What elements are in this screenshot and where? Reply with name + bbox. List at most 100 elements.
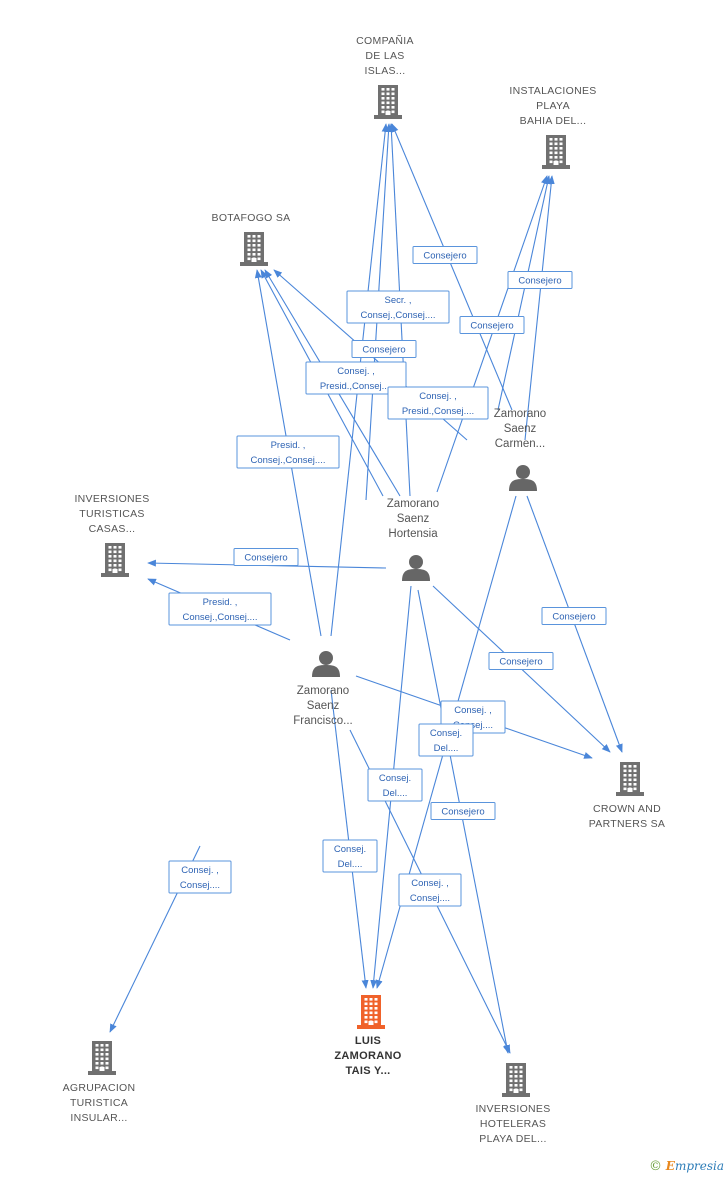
edge-label-text: Consejero — [244, 553, 287, 564]
edge-label-text: Consejero — [423, 251, 466, 262]
edge-label-text: Consejero — [552, 612, 595, 623]
edge-label-box — [398, 873, 462, 907]
node-luis[interactable]: LUIS ZAMORANO TAIS Y... — [334, 995, 401, 1077]
edge-label-box — [418, 723, 474, 757]
node-label: TURISTICA — [70, 1097, 128, 1109]
edge-label-box — [507, 271, 573, 289]
edge-line — [497, 175, 551, 411]
edge-label-box — [351, 340, 417, 358]
edge-label-text: Presid. , — [203, 597, 238, 608]
node-label: PARTNERS SA — [589, 818, 665, 830]
edge-label-box — [430, 802, 496, 820]
node-label: CASAS... — [89, 523, 136, 535]
copyright-symbol: © — [648, 1159, 662, 1174]
node-inversiones-turisticas[interactable]: INVERSIONES TURISTICAS CASAS... — [74, 493, 149, 577]
edge-label-text: Consej. , — [181, 865, 219, 876]
node-label: HOTELERAS — [480, 1118, 546, 1130]
edge-label-box — [488, 652, 554, 670]
edge-label[interactable]: Consejero — [459, 316, 525, 334]
edge-label-text: Consejero — [362, 345, 405, 356]
edge-label-box — [305, 361, 407, 395]
node-label: Francisco... — [293, 715, 352, 727]
edge-label[interactable]: Presid. , Consej.,Consej.... — [236, 435, 340, 469]
edge-label[interactable]: Consejero — [233, 548, 299, 566]
edges-layer — [109, 123, 623, 1054]
edge-label-text: Consejero — [470, 321, 513, 332]
brand-logo-letter: E — [665, 1159, 675, 1173]
brand-name: mpresia — [674, 1159, 724, 1173]
node-label: TAIS Y... — [345, 1065, 390, 1077]
edge-label[interactable]: Presid. , Consej.,Consej.... — [168, 592, 272, 626]
edge-label[interactable]: Consej. ,Presid.,Consej.... — [305, 361, 407, 395]
edge-label[interactable]: Consejero — [488, 652, 554, 670]
person-icon — [509, 465, 537, 491]
node-label: INSTALACIONES — [509, 85, 596, 97]
edge-label[interactable]: Consejero — [430, 802, 496, 820]
node-label: COMPAÑIA — [356, 34, 414, 47]
building-icon — [616, 762, 644, 796]
node-francisco[interactable]: ZamoranoSaenzFrancisco... — [293, 651, 353, 727]
building-icon — [502, 1063, 530, 1097]
edge-label-text: Consejero — [441, 807, 484, 818]
node-label: AGRUPACION — [63, 1082, 136, 1094]
edge-label[interactable]: Consej. ,Consej.... — [168, 860, 232, 894]
edge-label-box — [233, 548, 299, 566]
edge-label[interactable]: Consej. ,Presid.,Consej.... — [387, 386, 489, 420]
edge-label-box — [168, 860, 232, 894]
edge-label[interactable]: Consejero — [351, 340, 417, 358]
edge-label[interactable]: Secr. ,Consej.,Consej.... — [346, 290, 450, 324]
edge-line — [330, 689, 369, 989]
edge-label-box — [236, 435, 340, 469]
edge-label-text: Consej. — [379, 773, 411, 784]
node-label: BAHIA DEL... — [520, 115, 587, 127]
building-icon — [88, 1041, 116, 1075]
edge-label-text: Consej. , — [419, 391, 457, 402]
person-icon — [402, 555, 430, 581]
node-label: INVERSIONES — [74, 493, 149, 505]
node-label: ISLAS... — [365, 65, 406, 77]
edge-label-box — [346, 290, 450, 324]
building-icon — [240, 232, 268, 266]
edge-label[interactable]: Consej.Del.... — [418, 723, 474, 757]
edge-line — [524, 175, 555, 441]
node-label: Saenz — [397, 513, 430, 525]
node-label: PLAYA DEL... — [479, 1133, 546, 1145]
edge-label-text: Presid. , — [271, 440, 306, 451]
node-label: LUIS — [355, 1035, 381, 1047]
node-label: Saenz — [307, 700, 340, 712]
node-label: TURISTICAS — [79, 508, 144, 520]
node-label: Zamorano — [387, 498, 439, 510]
edge-label[interactable]: Consej.Del.... — [367, 768, 423, 802]
edge-line — [391, 123, 513, 411]
node-inversiones-hoteleras[interactable]: INVERSIONES HOTELERAS PLAYA DEL... — [475, 1063, 550, 1145]
node-botafogo[interactable]: BOTAFOGO SA — [212, 212, 291, 266]
node-label: Saenz — [504, 423, 537, 435]
edge-label-box — [168, 592, 272, 626]
edge-label-box — [387, 386, 489, 420]
node-label: ZAMORANO — [334, 1050, 401, 1062]
footer-brand: © Empresia — [649, 1159, 724, 1174]
edge-label[interactable]: Consej.Del.... — [322, 839, 378, 873]
edge-label-text: Consej.,Consej.... — [183, 612, 258, 623]
edge-label-text: Consej.,Consej.... — [251, 455, 326, 466]
edge-label[interactable]: Consejero — [412, 246, 478, 264]
edge-label[interactable]: Consejero — [507, 271, 573, 289]
edge-label[interactable]: Consejero — [541, 607, 607, 625]
node-label: Zamorano — [494, 408, 546, 420]
edge-label[interactable]: Consej. ,Consej.... — [398, 873, 462, 907]
node-label: Carmen... — [495, 438, 546, 450]
edge-label-box — [367, 768, 423, 802]
edge-label-box — [459, 316, 525, 334]
node-carmen[interactable]: ZamoranoSaenzCarmen... — [494, 408, 546, 491]
node-label: INVERSIONES — [475, 1103, 550, 1115]
node-agrupacion[interactable]: AGRUPACIONTURISTICAINSULAR... — [63, 1041, 136, 1124]
edge-label-text: Consej. — [334, 844, 366, 855]
node-label: Zamorano — [297, 685, 349, 697]
edge-label-text: Presid.,Consej.... — [320, 381, 392, 392]
